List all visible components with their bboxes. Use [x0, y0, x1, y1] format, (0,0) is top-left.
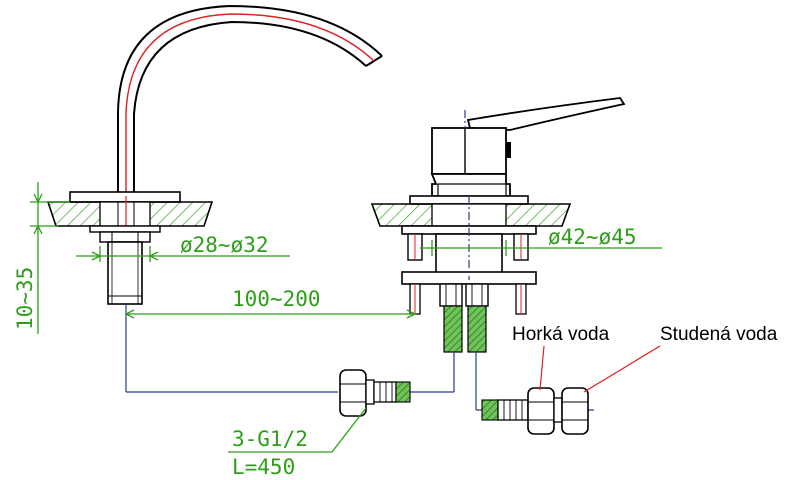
- dim-hose-thread: 3-G1/2: [232, 427, 308, 451]
- dim-hose-length: L=450: [232, 455, 295, 479]
- spout-pipe-core: [125, 13, 375, 196]
- spout-nut: [99, 231, 151, 243]
- hose-tail-cold: [467, 305, 487, 353]
- spout-assembly: [46, 4, 383, 305]
- dim-spacing: 100~200: [232, 287, 321, 311]
- spout-inner-curve: [133, 20, 367, 196]
- hose-tail-hot: [443, 305, 463, 353]
- dim-height-range: 10~35: [13, 267, 37, 330]
- dimension-lines: [30, 182, 662, 453]
- dim-base-hole: ø28~ø32: [180, 233, 269, 257]
- dim-mixer-hole: ø42~ø45: [548, 225, 637, 249]
- mixer-head: [431, 127, 507, 175]
- hose-connector-hot: [439, 283, 463, 307]
- spout-flange: [69, 191, 181, 203]
- spout-outer-curve: [117, 4, 383, 196]
- label-leaders: [539, 345, 661, 393]
- hose-connector-cold: [465, 283, 489, 307]
- hose-fitting-right: [481, 387, 589, 435]
- mixer-lever: [466, 97, 626, 131]
- spout-washer: [89, 225, 161, 233]
- spout-shank: [107, 241, 143, 305]
- hose-fitting-middle: [339, 369, 411, 417]
- label-hot-water: Horká voda: [512, 324, 610, 345]
- centerlines: [125, 110, 594, 411]
- label-cold-water: Studená voda: [660, 324, 778, 345]
